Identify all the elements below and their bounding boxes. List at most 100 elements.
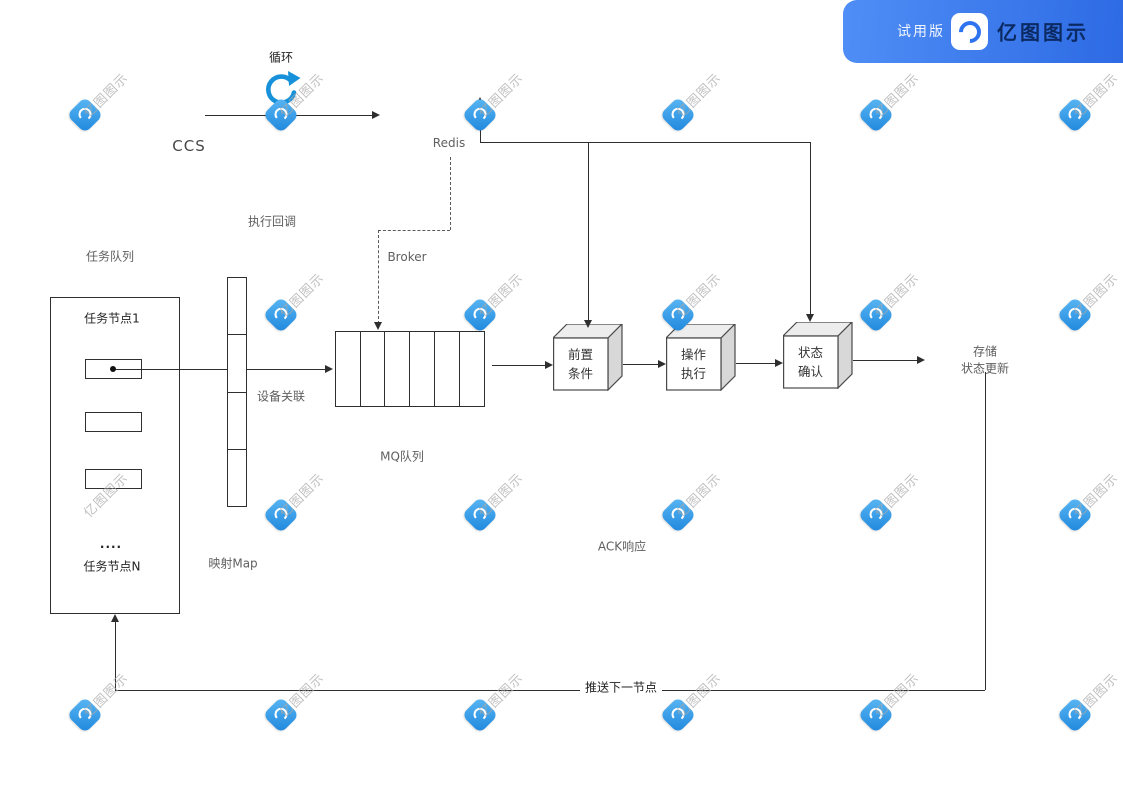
watermark-logo-icon	[262, 696, 300, 734]
stage-execute-cube[interactable]: 操作 执行	[666, 324, 736, 391]
task-queue-box[interactable]	[50, 297, 180, 614]
stage-execute-label: 操作 执行	[666, 338, 721, 390]
watermark-logo-icon	[1056, 696, 1094, 734]
queue-cell	[458, 331, 485, 407]
map-segment	[228, 393, 246, 450]
queue-cell	[384, 331, 411, 407]
arrowhead-icon	[372, 110, 380, 119]
watermark-logo-icon	[461, 296, 499, 334]
label-task-queue[interactable]: 任务队列	[85, 249, 135, 264]
arrowhead-icon	[373, 322, 382, 330]
label-store-line2[interactable]: 状态更新	[960, 361, 1010, 376]
loop-icon[interactable]	[261, 69, 301, 115]
watermark-text: 亿图图示	[1071, 270, 1122, 321]
label-ccs[interactable]: CCS	[172, 137, 206, 155]
watermark-text: 亿图图示	[81, 670, 132, 721]
arrowhead-icon	[475, 97, 484, 105]
watermark-logo-icon	[857, 296, 895, 334]
connector-line	[853, 360, 918, 361]
map-segment	[228, 450, 246, 506]
stage-text-line: 前置	[567, 347, 593, 362]
trial-banner[interactable]: 试用版 亿图图示	[843, 0, 1123, 63]
label-broker[interactable]: Broker	[387, 250, 427, 264]
task-ellipsis: ....	[99, 537, 123, 551]
map-segment	[228, 278, 246, 336]
arrowhead-icon	[917, 355, 925, 364]
connector-line	[378, 230, 450, 231]
label-loop[interactable]: 循环	[268, 50, 294, 65]
watermark-logo-icon	[461, 696, 499, 734]
queue-cell	[433, 331, 460, 407]
watermark-text: 亿图图示	[674, 670, 725, 721]
watermark-text: 亿图图示	[872, 70, 923, 121]
watermark-text: 亿图图示	[476, 670, 527, 721]
watermark-text: 亿图图示	[277, 470, 328, 521]
connector-line	[115, 620, 116, 690]
watermark-text: 亿图图示	[277, 270, 328, 321]
label-store-line1[interactable]: 存储	[972, 344, 998, 359]
stage-confirm-label: 状态 确认	[783, 336, 838, 388]
connector-line	[378, 230, 379, 324]
trial-label: 试用版	[897, 24, 945, 40]
label-mq-queue[interactable]: MQ队列	[380, 449, 424, 464]
watermark-text: 亿图图示	[872, 670, 923, 721]
stage-text-line: 条件	[567, 366, 593, 381]
task-node-n-label[interactable]: 任务节点N	[83, 559, 141, 574]
arrowhead-icon	[775, 358, 783, 367]
connector-line	[736, 363, 776, 364]
map-segment	[228, 335, 246, 393]
connector-line	[480, 142, 811, 143]
watermark-text: 亿图图示	[476, 270, 527, 321]
label-ack[interactable]: ACK响应	[597, 539, 647, 554]
watermark-text: 亿图图示	[872, 270, 923, 321]
queue-cell	[359, 331, 386, 407]
arrowhead-icon	[658, 359, 666, 368]
stage-confirm-cube[interactable]: 状态 确认	[783, 322, 853, 389]
watermark-text: 亿图图示	[872, 470, 923, 521]
label-redis[interactable]: Redis	[432, 136, 466, 150]
watermark-logo-icon	[659, 696, 697, 734]
brand-name: 亿图图示	[997, 20, 1089, 45]
arrowhead-icon	[545, 360, 553, 369]
queue-cell	[409, 331, 436, 407]
connector-line	[113, 369, 227, 370]
watermark-text: 亿图图示	[476, 470, 527, 521]
task-item-2[interactable]	[85, 412, 142, 432]
stage-text-line: 执行	[680, 366, 706, 381]
watermark-text: 亿图图示	[277, 670, 328, 721]
arrowhead-icon	[805, 314, 814, 322]
watermark-logo-icon	[857, 96, 895, 134]
connector-line	[588, 142, 589, 322]
stage-text-line: 确认	[797, 364, 823, 379]
task-node-1-label[interactable]: 任务节点1	[84, 311, 140, 326]
watermark-logo-icon	[262, 296, 300, 334]
watermark-logo-icon	[659, 96, 697, 134]
task-item-3[interactable]	[85, 469, 142, 489]
connector-line	[492, 365, 546, 366]
watermark-logo-icon	[461, 496, 499, 534]
map-bar[interactable]	[227, 277, 247, 507]
watermark-logo-icon	[857, 696, 895, 734]
connector-line	[115, 690, 985, 691]
connector-line	[205, 115, 373, 116]
watermark-text: 亿图图示	[674, 70, 725, 121]
label-device-assoc[interactable]: 设备关联	[256, 389, 306, 404]
watermark-logo-icon	[262, 496, 300, 534]
watermark-text: 亿图图示	[674, 270, 725, 321]
label-exec-callback[interactable]: 执行回调	[247, 214, 297, 229]
watermark-logo-icon	[659, 496, 697, 534]
mq-queue-shape[interactable]	[335, 331, 485, 407]
arrowhead-icon	[583, 320, 592, 328]
watermark-text: 亿图图示	[476, 70, 527, 121]
connector-line	[623, 364, 659, 365]
stage-precondition-cube[interactable]: 前置 条件	[553, 324, 623, 391]
label-push-next[interactable]: 推送下一节点	[579, 678, 663, 696]
watermark-logo-icon	[857, 496, 895, 534]
watermark-text: 亿图图示	[674, 470, 725, 521]
connector-line	[985, 372, 986, 690]
watermark-text: 亿图图示	[1071, 70, 1122, 121]
label-map[interactable]: 映射Map	[208, 556, 258, 571]
watermark-logo-icon	[1056, 96, 1094, 134]
connector-line	[247, 369, 326, 370]
